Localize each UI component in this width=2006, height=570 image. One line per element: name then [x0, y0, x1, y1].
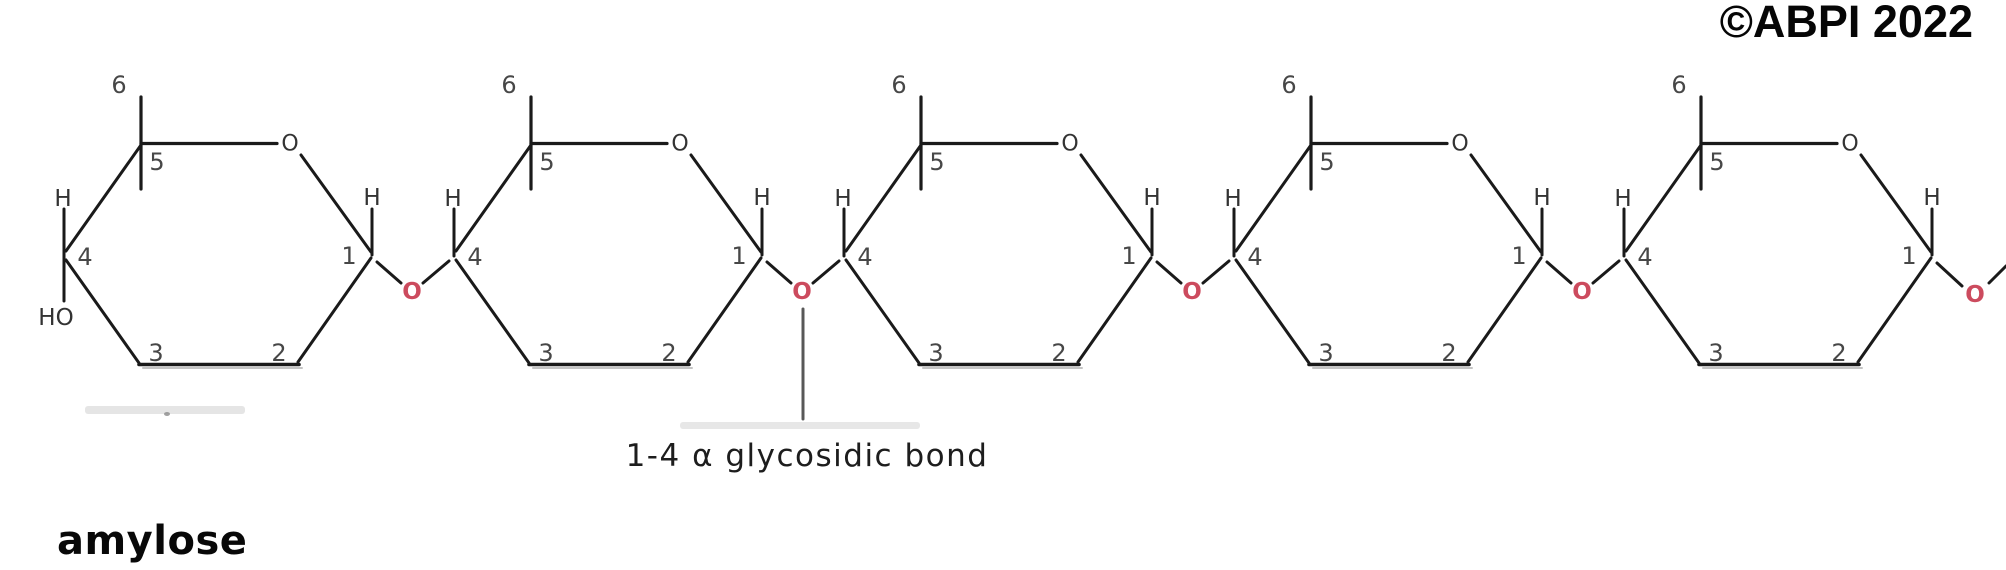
carbon-number-label: 2 [1831, 339, 1846, 367]
carbon-number-label: 3 [1708, 339, 1723, 367]
bond-c1-glycosidic-oxygen [765, 260, 793, 285]
ring-oxygen-label: O [671, 132, 688, 157]
bond-c1-glycosidic-oxygen [375, 260, 403, 285]
bond-c1-c2 [1076, 256, 1153, 364]
bond-c4-c5 [1624, 143, 1703, 253]
carbon-number-label: 3 [1318, 339, 1333, 367]
hydrogen-label: H [1533, 185, 1550, 211]
carbon-number-label: 6 [1281, 71, 1296, 99]
bond-c1-c2 [1466, 256, 1543, 364]
bond-c3-c4 [1234, 258, 1311, 365]
bond-c3-c4 [64, 258, 141, 365]
bond-c1-c2 [1856, 256, 1933, 364]
bond-c1-c2 [296, 256, 373, 364]
carbon-number-label: 3 [538, 339, 553, 367]
bond-c3-c4 [844, 258, 921, 365]
bond-ring-oxygen-c1 [1469, 153, 1543, 254]
carbon-number-label: 4 [77, 243, 92, 271]
bond-c1-c2 [686, 256, 763, 364]
carbon-number-label: 2 [661, 339, 676, 367]
ring-oxygen-label: O [1061, 132, 1078, 157]
bond-c4-c5 [844, 143, 923, 253]
carbon-number-label: 3 [148, 339, 163, 367]
carbon-number-label: 4 [1637, 243, 1652, 271]
bond-c4-c5 [1234, 143, 1313, 253]
hydrogen-label: H [363, 185, 380, 211]
carbon-number-label: 4 [467, 243, 482, 271]
bond-glycosidic-oxygen-c4 [1591, 259, 1621, 285]
bond-glycosidic-oxygen-c4 [811, 259, 841, 285]
carbon-number-label: 4 [857, 243, 872, 271]
glycosidic-oxygen-label: O [1182, 279, 1202, 305]
hydrogen-label: H [1614, 186, 1631, 212]
bond-c4-c5 [454, 143, 533, 253]
carbon-number-label: 5 [539, 148, 554, 176]
hydrogen-label: H [54, 186, 71, 212]
hydrogen-label: H [834, 186, 851, 212]
carbon-number-label: 5 [149, 148, 164, 176]
carbon-number-label: 6 [111, 71, 126, 99]
hydrogen-label: H [1143, 185, 1160, 211]
bond-c3-c4 [1624, 258, 1701, 365]
artifact-dot [164, 412, 170, 416]
artifact-smudge [680, 422, 920, 429]
carbon-number-label: 5 [1709, 148, 1724, 176]
bond-c1-terminal-oxygen [1935, 261, 1964, 288]
carbon-number-label: 1 [341, 242, 356, 270]
glycosidic-bond-label: 1-4 α glycosidic bond [625, 438, 989, 474]
carbon-number-label: 1 [1511, 242, 1526, 270]
ring-oxygen-label: O [281, 132, 298, 157]
carbon-number-label: 5 [1319, 148, 1334, 176]
terminal-oxygen-tick [1987, 264, 2006, 285]
bond-c1-glycosidic-oxygen [1545, 260, 1573, 285]
bond-ring-oxygen-c1 [1079, 153, 1153, 254]
bond-ring-oxygen-c1 [689, 153, 763, 254]
hydroxyl-label: HO [38, 305, 73, 331]
carbon-number-label: 5 [929, 148, 944, 176]
carbon-number-label: 3 [928, 339, 943, 367]
copyright-notice: ©ABPI 2022 [1719, 0, 1973, 47]
glycosidic-oxygen-label: O [1572, 279, 1592, 305]
hydrogen-label: H [1224, 186, 1241, 212]
diagram-title: amylose [57, 518, 248, 564]
carbon-number-label: 6 [891, 71, 906, 99]
ring-oxygen-label: O [1841, 132, 1858, 157]
glycosidic-oxygen-label: O [792, 279, 812, 305]
carbon-number-label: 4 [1247, 243, 1262, 271]
hydrogen-label: H [753, 185, 770, 211]
carbon-number-label: 2 [271, 339, 286, 367]
carbon-number-label: 6 [501, 71, 516, 99]
bond-glycosidic-oxygen-c4 [421, 259, 451, 285]
carbon-number-label: 6 [1671, 71, 1686, 99]
bond-ring-oxygen-c1 [299, 153, 373, 254]
glycosidic-oxygen-label: O [402, 279, 422, 305]
terminal-oxygen-label: O [1965, 282, 1985, 308]
carbon-number-label: 2 [1051, 339, 1066, 367]
bond-c4-c5 [64, 143, 143, 253]
artifact-smudge [85, 406, 245, 414]
hydrogen-label: H [1923, 185, 1940, 211]
hydrogen-label: H [444, 186, 461, 212]
bond-c3-c4 [454, 258, 531, 365]
carbon-number-label: 1 [731, 242, 746, 270]
bond-c1-glycosidic-oxygen [1155, 260, 1183, 285]
bond-glycosidic-oxygen-c4 [1201, 259, 1231, 285]
bond-ring-oxygen-c1 [1859, 153, 1933, 254]
carbon-number-label: 1 [1121, 242, 1136, 270]
ring-oxygen-label: O [1451, 132, 1468, 157]
carbon-number-label: 1 [1901, 242, 1916, 270]
carbon-number-label: 2 [1441, 339, 1456, 367]
